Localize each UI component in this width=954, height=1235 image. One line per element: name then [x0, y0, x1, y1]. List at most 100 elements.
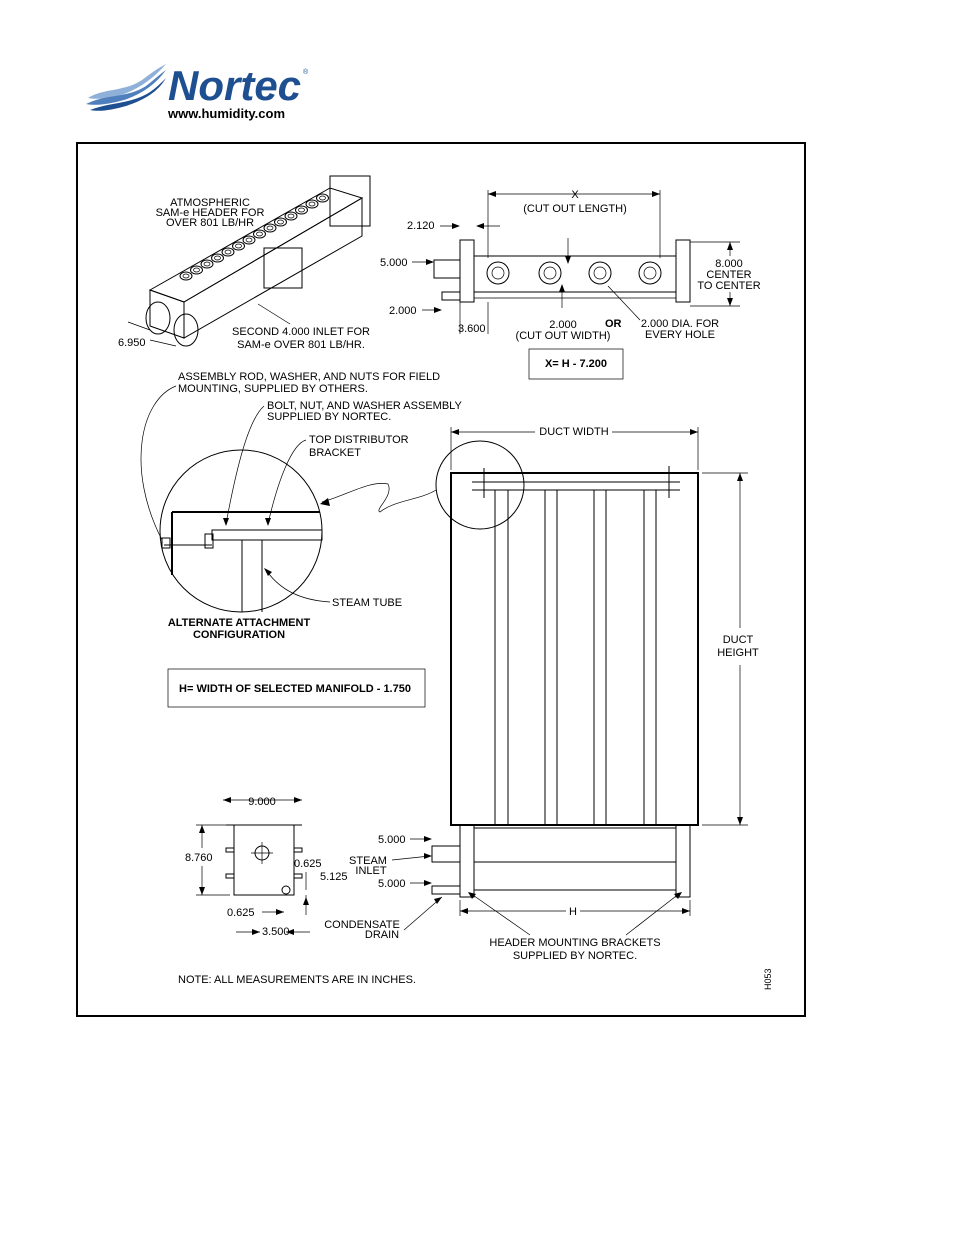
top-view-hole	[588, 261, 612, 285]
header-hole-inner	[277, 219, 284, 225]
formula-x: X= H - 7.200	[545, 358, 607, 370]
header-hole-inner	[256, 231, 263, 237]
center-line3: TO CENTER	[697, 280, 760, 292]
header-hole-inner	[203, 261, 211, 267]
measurements-note: NOTE: ALL MEASUREMENTS ARE IN INCHES.	[178, 974, 416, 986]
header-hole	[179, 271, 193, 281]
dim-5000-b: 5.000	[378, 878, 406, 890]
header-title-line2: SAM-e HEADER FOR	[156, 207, 265, 219]
steam-tube-label: STEAM TUBE	[332, 597, 402, 609]
top-view-hole	[486, 261, 510, 285]
dim-5000: 5.000	[380, 257, 408, 269]
top-view-hole	[638, 261, 662, 285]
header-hole-inner	[182, 273, 190, 279]
header-hole	[221, 247, 235, 257]
duct-steam-tube	[544, 489, 558, 826]
dim-3600: 3.600	[458, 323, 486, 335]
dim-5125: 5.125	[320, 871, 348, 883]
header-hole	[295, 205, 308, 215]
header-hole	[232, 241, 245, 251]
dim-2000-left: 2.000	[389, 305, 417, 317]
drawing-frame	[76, 142, 806, 1017]
caption-line1: ALTERNATE ATTACHMENT	[168, 617, 311, 629]
header-hole-inner	[266, 225, 274, 231]
header-brackets-line1: HEADER MOUNTING BRACKETS	[489, 937, 660, 949]
drawing-code: H053	[763, 968, 773, 990]
condensate-line1: CONDENSATE	[324, 919, 400, 931]
header-hole-inner	[214, 255, 221, 261]
logo-url: www.humidity.com	[167, 106, 285, 121]
dim-0625-a: 0.625	[294, 858, 322, 870]
cut-out-length: (CUT OUT LENGTH)	[523, 203, 627, 215]
header-hole	[284, 211, 298, 221]
bottom-views: 9.000 8.760 0.625 5.125 0.625 3.500 5.00…	[185, 796, 691, 962]
h-label: H	[569, 906, 577, 918]
dim-8760: 8.760	[185, 852, 213, 864]
detail-view: ASSEMBLY ROD, WASHER, AND NUTS FOR FIELD…	[140, 371, 462, 708]
assembly-rod-line2: MOUNTING, SUPPLIED BY OTHERS.	[178, 383, 368, 395]
header-title-line1: ATMOSPHERIC	[170, 197, 250, 209]
or-label: OR	[605, 318, 622, 330]
top-view-hole	[538, 261, 562, 285]
duct-steam-tube	[643, 489, 657, 826]
assembly-rod-line1: ASSEMBLY ROD, WASHER, AND NUTS FOR FIELD	[178, 371, 440, 383]
header-hole-inner	[224, 249, 232, 255]
header-hole	[274, 217, 287, 227]
dim-9000: 9.000	[248, 796, 276, 808]
dim-6950: 6.950	[118, 337, 146, 349]
center-line1: 8.000	[715, 258, 743, 270]
dim-0625-b: 0.625	[227, 907, 255, 919]
dim-3500: 3.500	[262, 926, 290, 938]
hole-dia-line1: 2.000 DIA. FOR	[641, 318, 719, 330]
header-hole-inner	[193, 267, 200, 273]
header-3d-illustration: ATMOSPHERIC SAM-e HEADER FOR OVER 801 LB…	[118, 175, 371, 351]
top-view-hole-inner	[491, 266, 505, 280]
header-hole	[200, 259, 214, 269]
condensate-line2: DRAIN	[365, 929, 399, 941]
header-hole-inner	[245, 237, 253, 243]
hole-dia-line2: EVERY HOLE	[645, 329, 715, 341]
steam-inlet-line2: INLET	[355, 865, 386, 877]
top-view-hole-inner	[543, 266, 557, 280]
top-view-hole-inner	[593, 266, 607, 280]
header-hole-inner	[298, 207, 305, 213]
formula-x-box	[528, 348, 624, 380]
formula-h-box	[167, 668, 426, 708]
header-hole	[190, 265, 203, 275]
logo-registered: ®	[303, 68, 309, 76]
header-hole	[211, 253, 224, 263]
duct-steam-tube	[593, 489, 607, 826]
top-bracket-line1: TOP DISTRIBUTOR	[309, 434, 409, 446]
nortec-logo: Nortec ® www.humidity.com	[84, 58, 324, 124]
duct-height-line2: HEIGHT	[717, 647, 759, 659]
center-line2: CENTER	[706, 269, 751, 281]
logo-wave-icon: Nortec ® www.humidity.com	[86, 62, 309, 121]
header-hole-inner	[235, 243, 242, 249]
logo-brand: Nortec	[168, 62, 301, 109]
dim-2120: 2.120	[407, 220, 435, 232]
duct-width-label: DUCT WIDTH	[539, 426, 609, 438]
header-hole	[253, 229, 266, 239]
bolt-line2: SUPPLIED BY NORTEC.	[267, 411, 391, 423]
bolt-line1: BOLT, NUT, AND WASHER ASSEMBLY	[267, 400, 462, 412]
steam-inlet-line1: STEAM	[349, 855, 387, 867]
duct-steam-tube	[494, 489, 509, 826]
header-hole	[242, 235, 256, 245]
dim-5000-a: 5.000	[378, 834, 406, 846]
x-label: X	[571, 189, 579, 201]
top-view: X (CUT OUT LENGTH) 8.000 CENTER TO CENTE…	[380, 189, 761, 380]
header-hole	[263, 223, 277, 233]
caption-line2: CONFIGURATION	[193, 629, 285, 641]
header-brackets-line2: SUPPLIED BY NORTEC.	[513, 950, 637, 962]
cut-out-width: (CUT OUT WIDTH)	[516, 330, 611, 342]
duct-height-line1: DUCT	[723, 634, 754, 646]
second-inlet-line2: SAM-e OVER 801 LB/HR.	[237, 339, 365, 351]
second-inlet-line1: SECOND 4.000 INLET FOR	[232, 326, 370, 338]
dim-2000-mid: 2.000	[549, 319, 577, 331]
duct-elevation: DUCT WIDTH DUCT HEIGHT	[435, 426, 759, 826]
header-title-line3: OVER 801 LB/HR	[166, 217, 254, 229]
formula-h: H= WIDTH OF SELECTED MANIFOLD - 1.750	[179, 683, 411, 695]
header-hole-inner	[308, 201, 316, 207]
header-hole-inner	[287, 213, 295, 219]
top-bracket-line2: BRACKET	[309, 447, 361, 459]
